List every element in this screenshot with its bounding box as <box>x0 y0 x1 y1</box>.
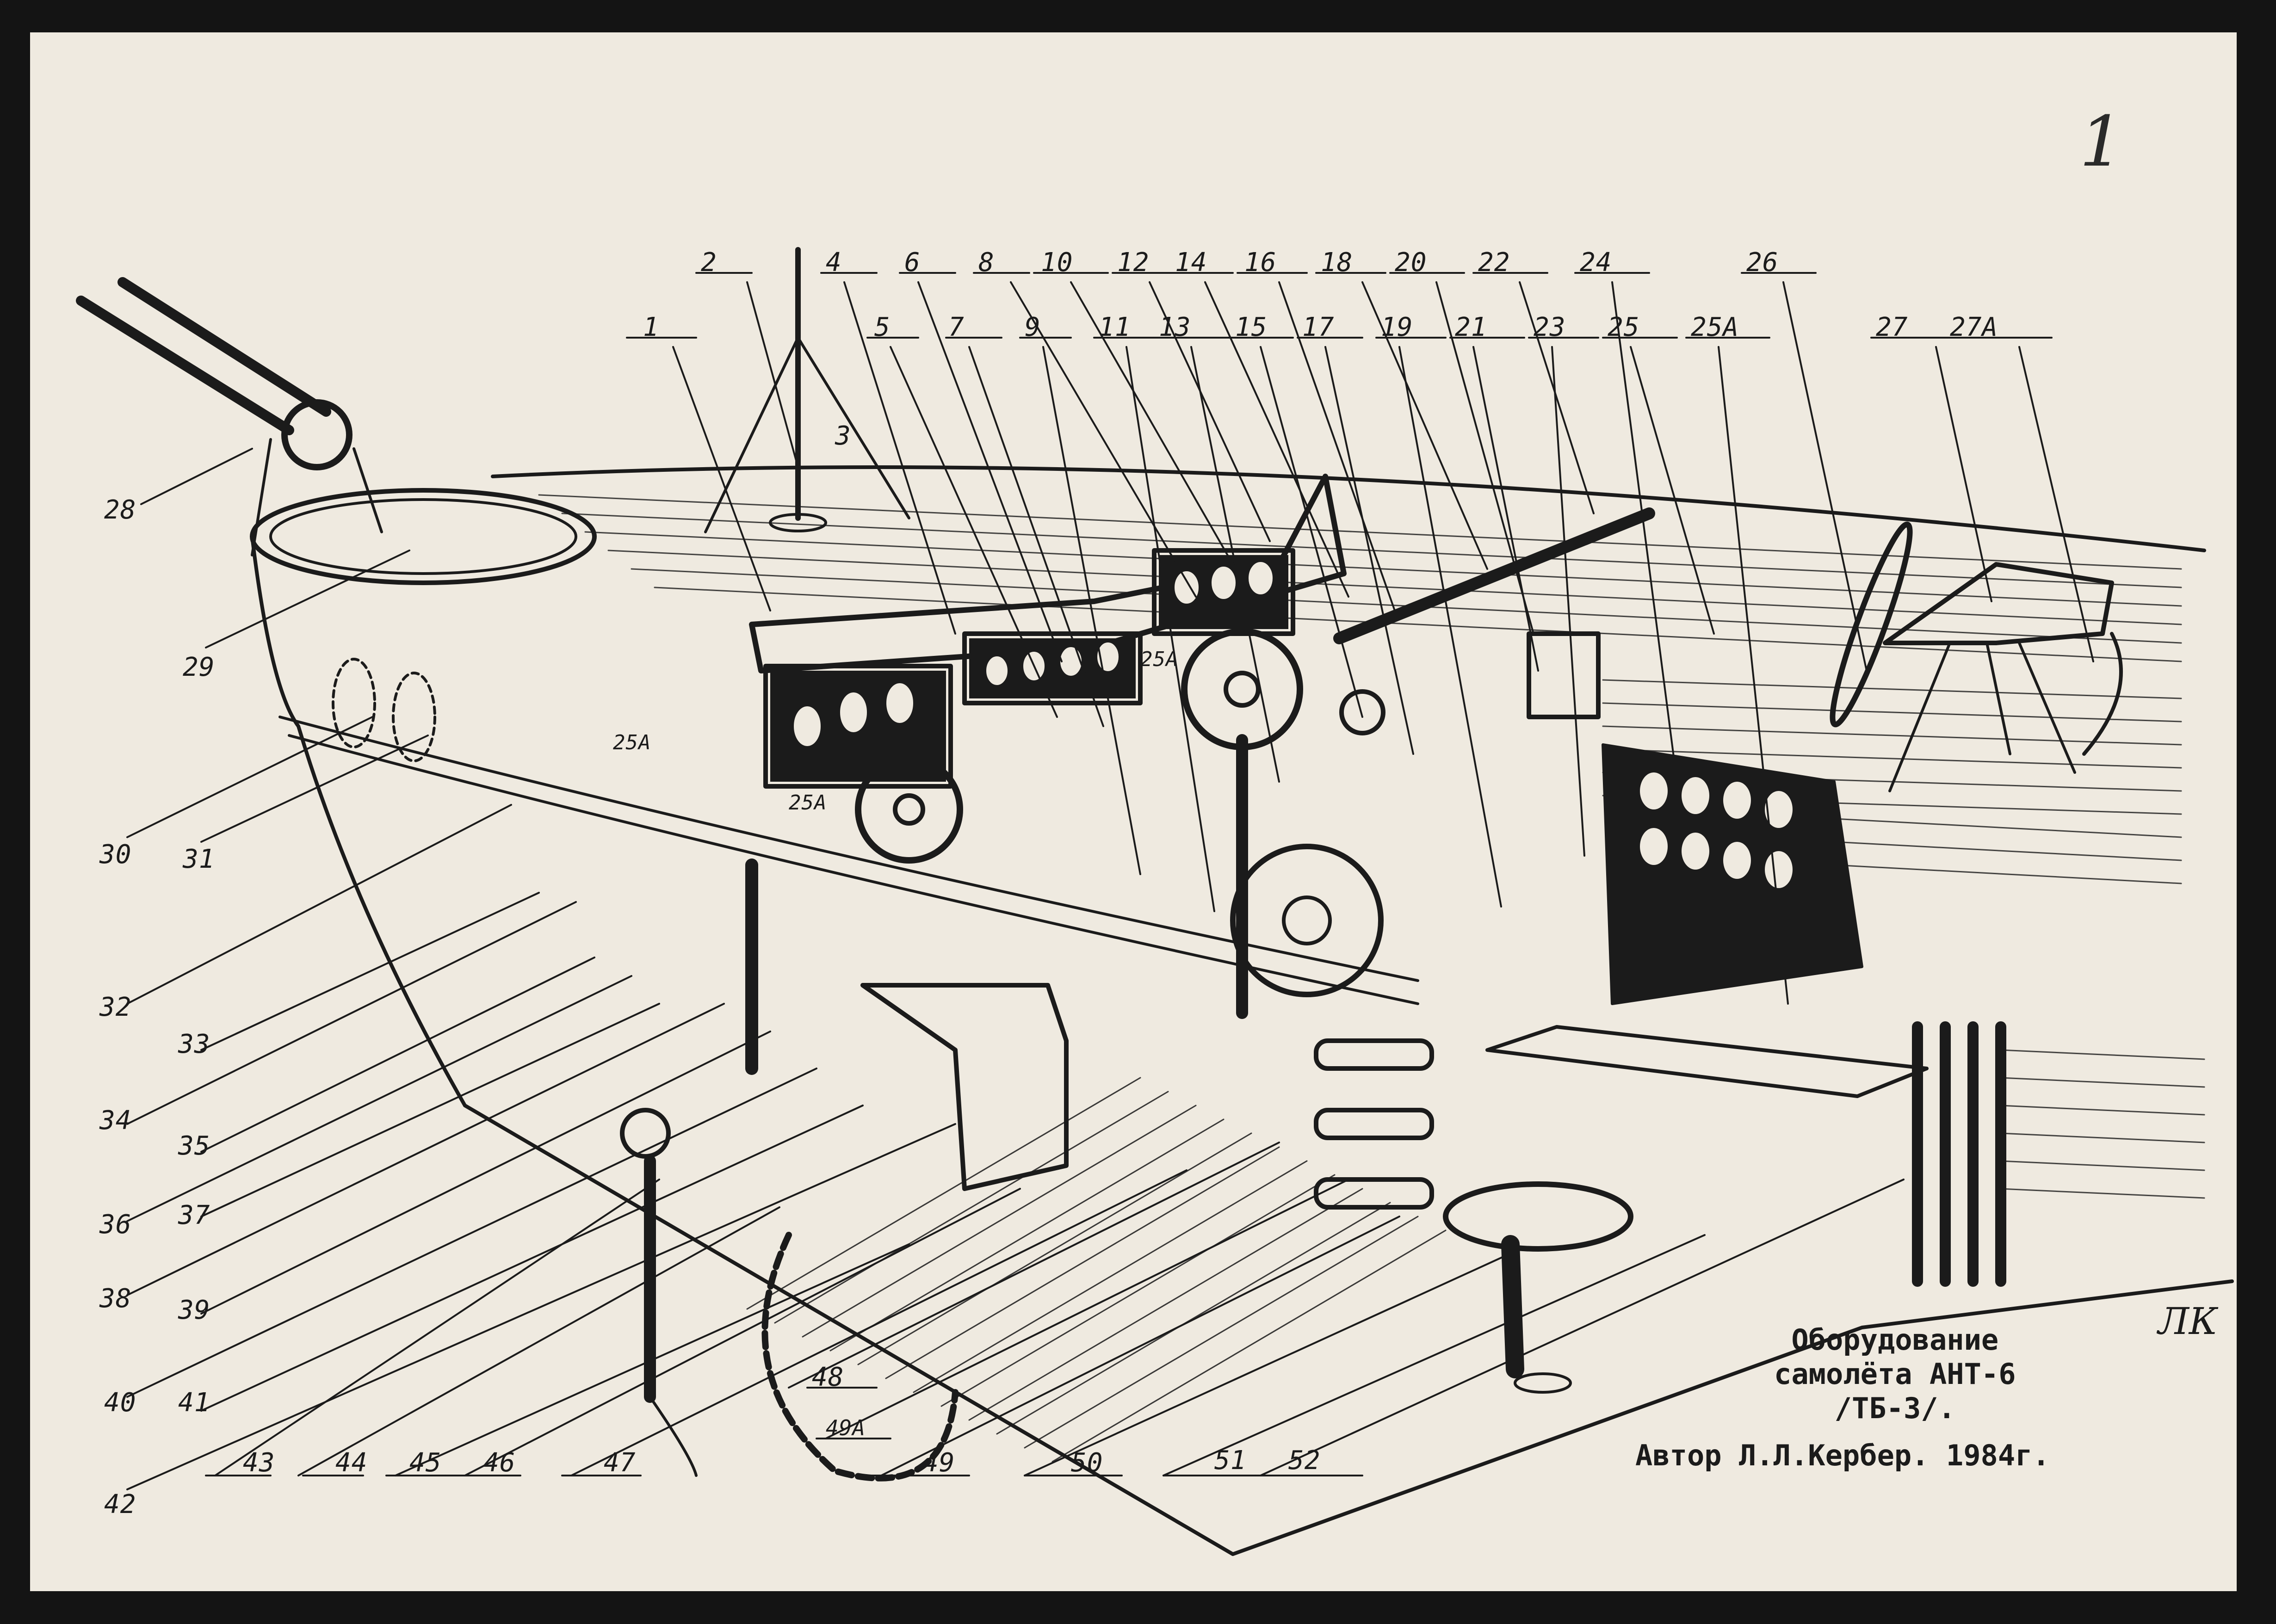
callout-42: 42 <box>104 1489 136 1519</box>
callout-21: 21 <box>1455 312 1487 342</box>
equipment-cutaway-drawing <box>76 247 2234 1556</box>
callout-30: 30 <box>99 840 132 870</box>
callout-48: 48 <box>812 1362 844 1392</box>
callout-5: 5 <box>874 312 891 342</box>
callout-38: 38 <box>99 1284 132 1314</box>
title-line-1: Оборудование <box>1791 1323 1999 1357</box>
callout-40: 40 <box>104 1388 136 1418</box>
callout-25a-panel-left: 25А <box>613 731 651 754</box>
callout-28: 28 <box>104 495 136 525</box>
title-line-3: /ТБ-3/. <box>1834 1391 1955 1425</box>
callout-4: 4 <box>826 247 842 278</box>
callout-24: 24 <box>1580 247 1612 278</box>
callout-44: 44 <box>335 1448 368 1478</box>
callout-36: 36 <box>99 1210 132 1240</box>
callout-14: 14 <box>1175 247 1207 278</box>
callout-7: 7 <box>948 312 965 342</box>
callout-31: 31 <box>183 844 215 874</box>
callout-50: 50 <box>1071 1448 1103 1478</box>
callout-51: 51 <box>1214 1445 1247 1476</box>
callout-25: 25 <box>1608 312 1640 342</box>
callout-35: 35 <box>178 1131 210 1161</box>
callout-1: 1 <box>643 312 659 342</box>
drawing-title: Оборудование самолёта АНТ-6 /ТБ-3/. <box>1774 1323 2016 1426</box>
callout-25a-panel-right: 25А <box>1140 648 1179 671</box>
author-credit: Автор Л.Л.Кербер. 1984г. <box>1635 1439 2050 1472</box>
callout-17: 17 <box>1302 312 1335 342</box>
callout-25a-panel-center: 25А <box>789 791 827 815</box>
callout-10: 10 <box>1041 247 1073 278</box>
callout-43: 43 <box>243 1448 275 1478</box>
callout-27: 27 <box>1876 312 1908 342</box>
callout-23: 23 <box>1534 312 1566 342</box>
callout-26: 26 <box>1746 247 1779 278</box>
callout-15: 15 <box>1235 312 1268 342</box>
callout-8: 8 <box>978 247 995 278</box>
callout-22: 22 <box>1478 247 1510 278</box>
callout-52: 52 <box>1288 1445 1321 1476</box>
callout-19: 19 <box>1381 312 1413 342</box>
callout-11: 11 <box>1099 312 1131 342</box>
callout-33: 33 <box>178 1029 210 1059</box>
callout-34: 34 <box>99 1105 132 1136</box>
callout-49a: 49А <box>826 1415 866 1440</box>
callout-12: 12 <box>1117 247 1150 278</box>
callout-13: 13 <box>1159 312 1191 342</box>
callout-9: 9 <box>1025 312 1041 342</box>
callout-45: 45 <box>409 1448 442 1478</box>
callout-20: 20 <box>1395 247 1427 278</box>
callout-46: 46 <box>483 1448 516 1478</box>
callout-18: 18 <box>1321 247 1353 278</box>
page-number: 1 <box>2079 102 2124 182</box>
callout-25a: 25А <box>1691 312 1739 342</box>
callout-47: 47 <box>604 1448 636 1478</box>
callout-49: 49 <box>923 1448 955 1478</box>
callout-29: 29 <box>183 652 215 682</box>
callout-2: 2 <box>701 247 717 278</box>
callout-3: 3 <box>835 421 851 451</box>
author-initials-signature: ЛК <box>2158 1300 2218 1343</box>
callout-6: 6 <box>904 247 921 278</box>
callout-37: 37 <box>178 1200 210 1230</box>
callout-41: 41 <box>178 1388 210 1418</box>
callout-27a: 27А <box>1950 312 1998 342</box>
drawing-sheet: 2 4 6 8 10 12 14 16 18 20 22 24 26 1 5 7… <box>30 32 2237 1591</box>
callout-32: 32 <box>99 992 132 1022</box>
callout-16: 16 <box>1244 247 1277 278</box>
callout-39: 39 <box>178 1295 210 1325</box>
title-line-2: самолёта АНТ-6 <box>1774 1357 2016 1391</box>
